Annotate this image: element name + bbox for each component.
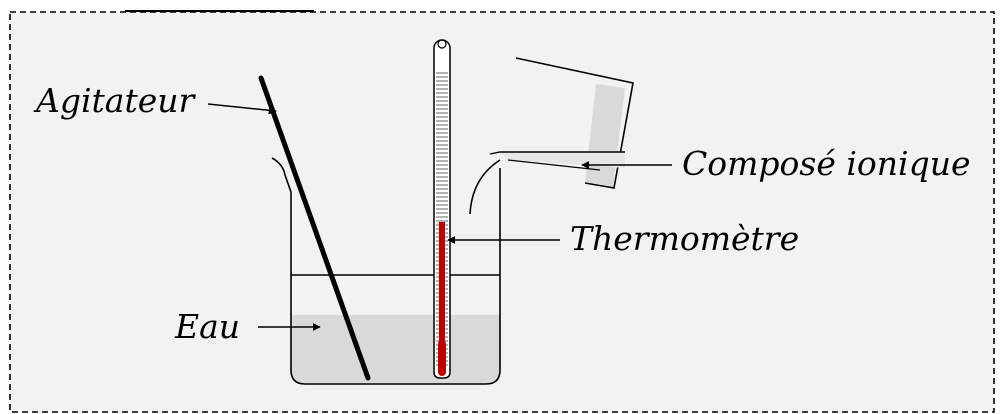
label-water: Eau <box>175 307 241 346</box>
beaker <box>271 157 501 385</box>
figure-frame <box>9 11 995 413</box>
label-stirrer: Agitateur <box>36 81 195 120</box>
compound-container <box>489 57 634 189</box>
mercury-bulb <box>438 340 446 376</box>
stirrer-arrow <box>207 103 277 115</box>
label-thermometer: Thermomètre <box>570 219 800 258</box>
water <box>291 315 500 384</box>
mercury-column <box>439 222 445 372</box>
thermometer <box>433 39 451 379</box>
stirring-rod <box>258 75 371 381</box>
beaker-spout <box>469 159 501 215</box>
label-ionic-compound: Composé ionique <box>682 144 971 183</box>
